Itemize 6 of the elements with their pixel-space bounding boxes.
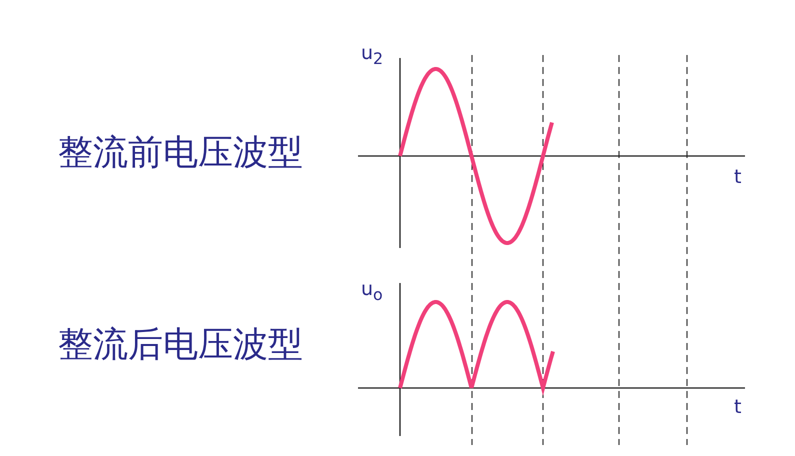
axis-label: u$_{2}$: [361, 44, 384, 67]
axis-label: u$_{o}$: [361, 280, 383, 303]
waveform-title: 整流后电压波型: [58, 328, 303, 363]
axis-label: t: [734, 398, 742, 417]
axis-label: t: [734, 168, 742, 187]
waveform-title: 整流前电压波型: [58, 136, 303, 171]
